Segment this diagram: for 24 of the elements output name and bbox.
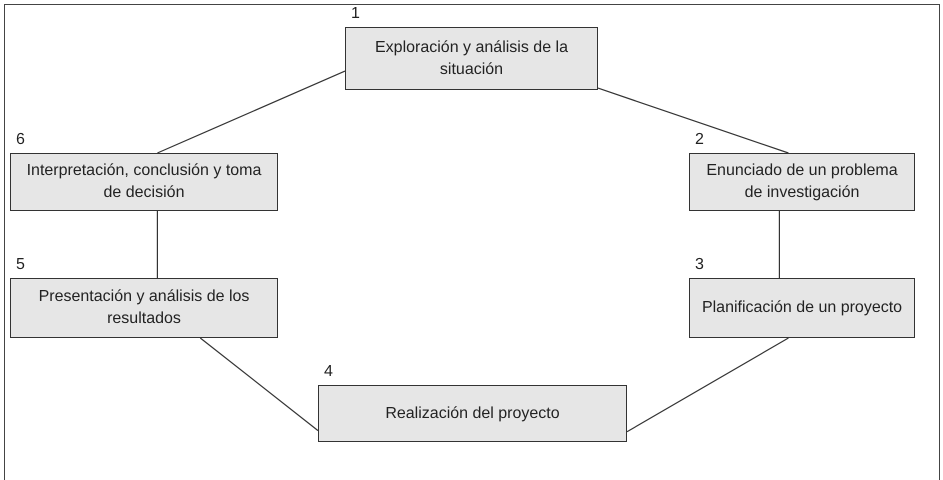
step-text: Enunciado de un problema de investigación (705, 161, 899, 203)
connector-line (626, 337, 789, 432)
step-number: 3 (695, 256, 704, 274)
connector-line (598, 88, 789, 154)
step-text: Presentación y análisis de los resultados (38, 287, 250, 329)
step-box (10, 153, 278, 211)
connector-line (156, 211, 158, 278)
step-number: 5 (16, 256, 25, 274)
step-text: Exploración y análisis de la situación (374, 38, 569, 80)
step-box (10, 278, 278, 338)
step-number: 4 (324, 363, 333, 381)
step-text: Realización del proyecto (385, 404, 560, 424)
step-number: 1 (351, 5, 360, 23)
step-text: Interpretación, conclusión y toma de decisión (26, 161, 262, 203)
step-box (689, 278, 915, 338)
connector-line (157, 70, 346, 154)
step-box (345, 27, 598, 90)
step-box (318, 385, 627, 442)
step-number: 6 (16, 131, 25, 149)
step-box (689, 153, 915, 211)
step-text: Planificación de un proyecto (702, 298, 902, 318)
step-number: 2 (695, 131, 704, 149)
connector-line (778, 211, 780, 278)
connector-line (200, 338, 318, 432)
